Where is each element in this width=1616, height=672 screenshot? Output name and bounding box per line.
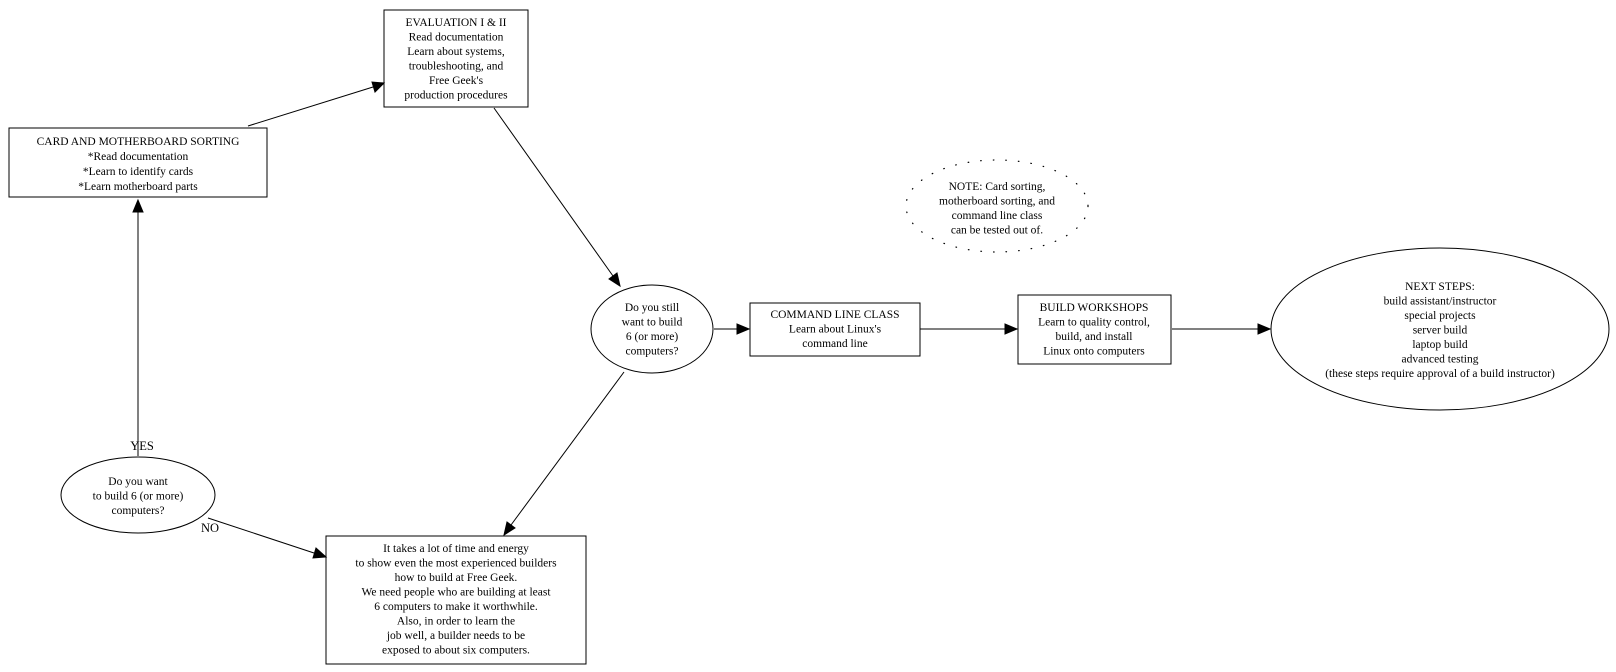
node-text-line: computers? (625, 346, 678, 358)
node-text-line: computers? (111, 505, 164, 517)
still-want-text: Do you still want to build 6 (or more) comp… (622, 302, 683, 358)
arrowhead-eval-to-still (608, 272, 621, 288)
node-text-line: BUILD WORKSHOPS (1040, 302, 1149, 314)
edge-card-to-eval (247, 86, 374, 127)
time-energy-text: It takes a lot of time and energy to show… (355, 543, 557, 657)
edge-no (207, 517, 315, 554)
node-text-line: EVALUATION I & II (405, 17, 506, 29)
node-text-line: want to build (622, 317, 683, 329)
arrowhead-still-to-time (503, 521, 516, 537)
node-text-line: 6 (or more) (626, 331, 679, 343)
time-energy-node: It takes a lot of time and energy to show… (325, 535, 587, 665)
card-sorting-node: CARD AND MOTHERBOARD SORTING *Read docume… (8, 127, 268, 198)
still-want-ellipse (590, 284, 714, 374)
node-text-line: production procedures (404, 90, 508, 102)
node-text-line: server build (1413, 325, 1468, 337)
build-workshops-text: BUILD WORKSHOPS Learn to quality control,… (1038, 302, 1150, 358)
node-text-line: can be tested out of. (951, 225, 1043, 237)
node-text-line: Free Geek's (429, 75, 484, 87)
node-text-line: motherboard sorting, and (939, 196, 1055, 208)
node-text-line: command line class (952, 210, 1043, 222)
next-steps-text: NEXT STEPS: build assistant/instructor spe… (1325, 281, 1555, 380)
arrowhead-still-to-cmd (736, 323, 751, 335)
note-ellipse (905, 159, 1089, 253)
node-text-line: troubleshooting, and (409, 61, 504, 73)
node-text-line: advanced testing (1402, 354, 1479, 366)
node-text-line: *Read documentation (88, 151, 189, 163)
node-text-line: special projects (1404, 310, 1476, 322)
node-text-line: We need people who are building at least (361, 587, 551, 599)
node-text-line: Linux onto computers (1043, 346, 1145, 358)
node-text-line: CARD AND MOTHERBOARD SORTING (37, 136, 240, 148)
node-text-line: *Learn to identify cards (83, 166, 194, 178)
next-steps-node: NEXT STEPS: build assistant/instructor spe… (1270, 247, 1610, 411)
edge-label-yes: YES (130, 439, 154, 453)
build-workshops-node: BUILD WORKSHOPS Learn to quality control,… (1017, 294, 1172, 365)
node-text-line: NOTE: Card sorting, (949, 181, 1046, 193)
node-text-line: Read documentation (409, 32, 504, 44)
node-text-line: job well, a builder needs to be (386, 630, 525, 642)
arrowhead-cmd-to-build (1004, 323, 1019, 335)
node-text-line: (these steps require approval of a build… (1325, 368, 1555, 380)
node-text-line: to show even the most experienced builde… (355, 558, 557, 570)
node-text-line: 6 computers to make it worthwhile. (374, 601, 538, 613)
still-want-node: Do you still want to build 6 (or more) comp… (590, 284, 714, 374)
note-text: NOTE: Card sorting, motherboard sorting, … (939, 181, 1055, 237)
edge-still-to-time (510, 371, 625, 526)
command-line-box (749, 302, 921, 357)
edge-eval-to-still (493, 107, 614, 277)
node-text-line: to build 6 (or more) (93, 491, 184, 503)
command-line-node: COMMAND LINE CLASS Learn about Linux's com… (749, 302, 921, 357)
node-text-line: Learn about Linux's (789, 324, 882, 336)
node-text-line: Do you still (625, 302, 679, 314)
arrowhead-yes (132, 198, 144, 213)
node-text-line: build, and install (1056, 331, 1133, 343)
next-steps-ellipse (1270, 247, 1610, 411)
node-text-line: Also, in order to learn the (397, 616, 515, 628)
node-text-line: build assistant/instructor (1384, 296, 1497, 308)
want-build-node: Do you want to build 6 (or more) computers… (60, 456, 216, 534)
node-text-line: It takes a lot of time and energy (383, 543, 529, 555)
node-text-line: NEXT STEPS: (1405, 281, 1475, 293)
build-workshops-box (1017, 294, 1172, 365)
card-sorting-text: CARD AND MOTHERBOARD SORTING *Read docume… (37, 136, 240, 193)
card-sorting-box (8, 127, 268, 198)
command-line-text: COMMAND LINE CLASS Learn about Linux's com… (770, 309, 899, 350)
evaluation-box (383, 9, 529, 108)
want-build-ellipse (60, 456, 216, 534)
node-text-line: command line (802, 338, 867, 350)
arrowhead-no (312, 547, 328, 559)
node-text-line: laptop build (1412, 339, 1468, 351)
node-text-line: Learn about systems, (407, 46, 505, 58)
node-text-line: Learn to quality control, (1038, 317, 1150, 329)
edge-label-no: NO (201, 521, 219, 535)
arrowhead-build-to-next (1257, 323, 1272, 335)
note-node: NOTE: Card sorting, motherboard sorting, … (905, 159, 1089, 253)
node-text-line: *Learn motherboard parts (78, 181, 198, 193)
node-text-line: exposed to about six computers. (382, 645, 530, 657)
node-text-line: Do you want (108, 476, 168, 488)
edges (132, 81, 1272, 559)
want-build-text: Do you want to build 6 (or more) computers… (93, 476, 184, 517)
node-text-line: COMMAND LINE CLASS (770, 309, 899, 321)
time-energy-box (325, 535, 587, 665)
node-text-line: how to build at Free Geek. (395, 572, 518, 584)
arrowhead-card-to-eval (371, 81, 386, 93)
